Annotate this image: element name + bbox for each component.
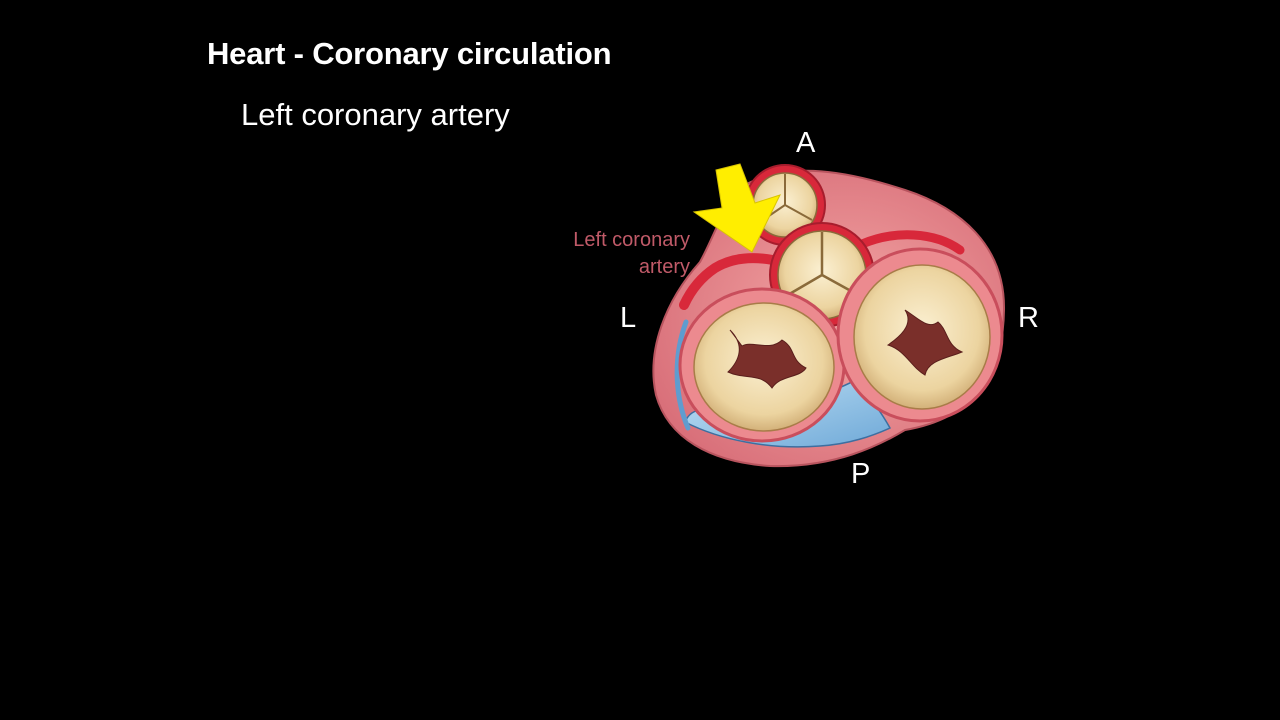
anterior-label: A: [796, 127, 816, 159]
pointer-arrow: [692, 163, 781, 253]
tricuspid-valve-leaflets: [886, 309, 964, 376]
left-label: L: [620, 302, 637, 334]
right-label: R: [1018, 302, 1039, 334]
great-cardiac-vein: [674, 319, 691, 431]
callout-label-line1: Left coronary: [573, 229, 690, 251]
callout-label-line2: artery: [638, 256, 690, 278]
slide-title: Heart - Coronary circulation: [207, 36, 612, 71]
left-coronary-artery-vessel: [679, 253, 787, 310]
mitral-valve-leaflets: [727, 329, 807, 389]
right-coronary-artery-vessel: [857, 230, 965, 255]
posterior-label: P: [851, 458, 871, 490]
slide-subtitle: Left coronary artery: [241, 97, 510, 132]
